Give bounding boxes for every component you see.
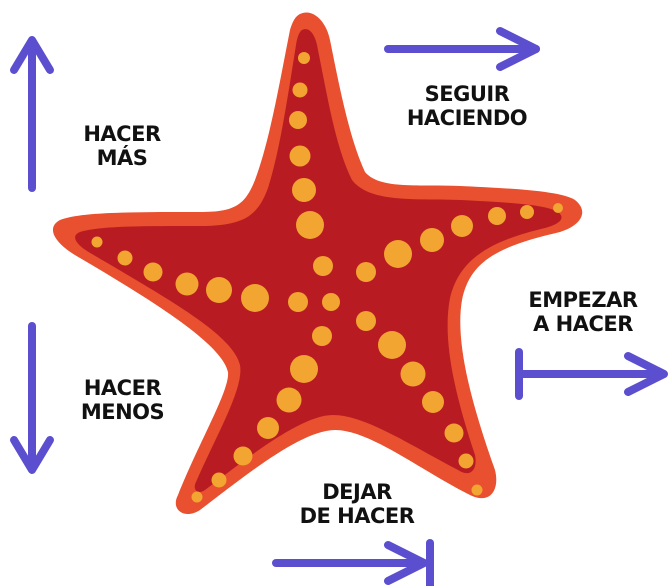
dot (312, 326, 332, 346)
dot (471, 484, 483, 496)
dot (143, 262, 163, 282)
dot (444, 423, 464, 443)
arrow-stop-icon (272, 539, 434, 586)
dot (292, 82, 308, 98)
label-line: EMPEZAR (528, 288, 638, 312)
arrow-up-icon (10, 36, 54, 192)
dot (298, 52, 310, 64)
starfish-dots (91, 52, 563, 503)
dot (289, 145, 311, 167)
dot (322, 293, 340, 311)
dot (520, 205, 534, 219)
dot (296, 211, 324, 239)
dot (292, 178, 316, 202)
dot (384, 240, 412, 268)
dot (257, 417, 279, 439)
dot (458, 453, 474, 469)
label-line: HACER (83, 376, 162, 400)
arrow-right-icon (384, 27, 540, 71)
arrow-start-icon (515, 348, 668, 400)
dot (290, 355, 318, 383)
dot (553, 203, 563, 213)
dot (175, 272, 199, 296)
dot (233, 446, 253, 466)
starfish-icon (52, 12, 583, 515)
dot (400, 361, 426, 387)
dot (356, 311, 376, 331)
dot (313, 256, 333, 276)
dot (206, 277, 232, 303)
label-line: HACER (83, 122, 161, 146)
dot (288, 292, 308, 312)
dot (211, 472, 227, 488)
label-dejar-de-hacer: DEJAR DE HACER (282, 480, 432, 528)
dot (289, 111, 307, 129)
dot (276, 387, 302, 413)
label-line: DEJAR (322, 480, 392, 504)
dot (420, 228, 444, 252)
label-hacer-menos: HACER MENOS (60, 376, 185, 424)
dot (191, 491, 203, 503)
label-empezar-a-hacer: EMPEZAR A HACER (508, 288, 658, 336)
label-line: MENOS (80, 400, 165, 424)
label-line: SEGUIR (424, 82, 510, 106)
dot (451, 215, 473, 237)
dot (488, 207, 506, 225)
label-line: HACIENDO (406, 106, 528, 130)
label-line: DE HACER (299, 504, 415, 528)
dot (422, 391, 444, 413)
arrow-down-icon (10, 322, 54, 474)
label-line: MÁS (96, 146, 148, 170)
dot (91, 236, 103, 248)
label-seguir-haciendo: SEGUIR HACIENDO (392, 82, 542, 130)
dot (356, 262, 376, 282)
dot (378, 331, 406, 359)
dot (241, 284, 269, 312)
label-line: A HACER (533, 312, 633, 336)
dot (117, 250, 133, 266)
label-hacer-mas: HACER MÁS (62, 122, 182, 170)
